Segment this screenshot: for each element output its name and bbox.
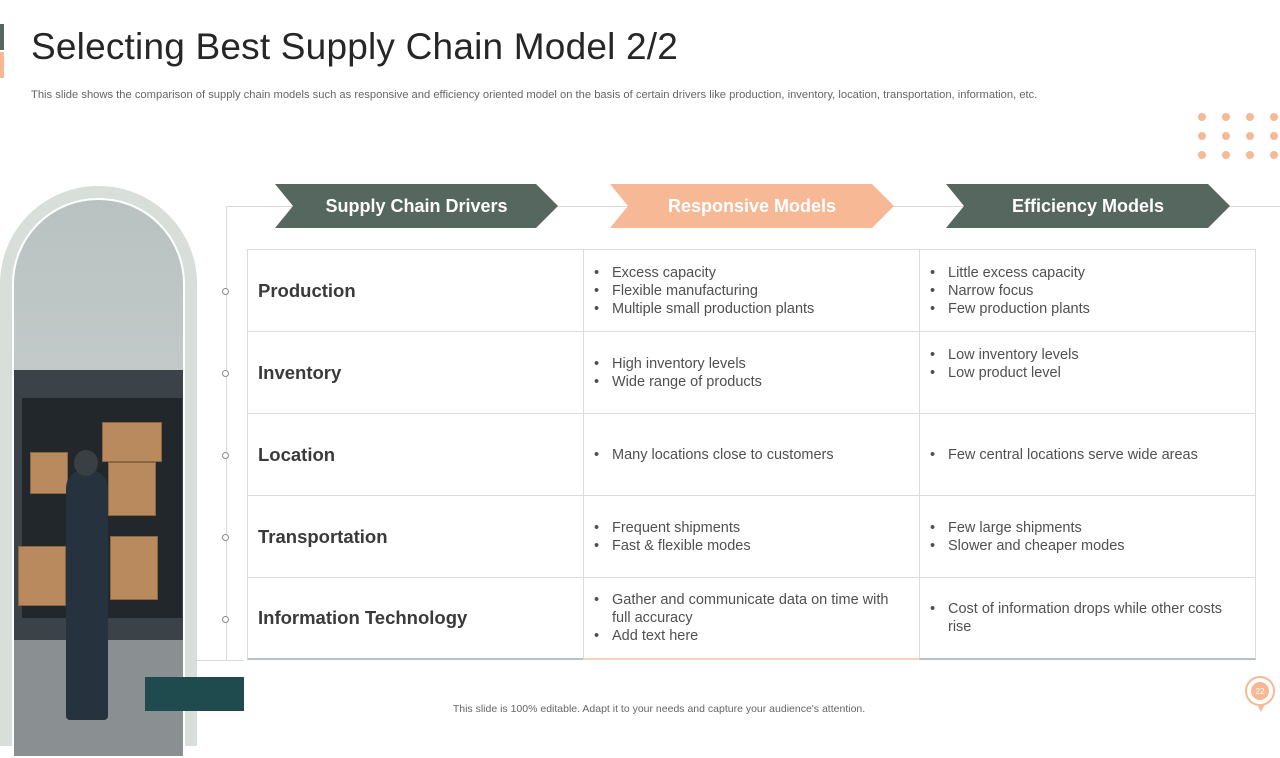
list-item: Low inventory levels bbox=[930, 346, 1079, 364]
table-row: Information Technology Gather and commun… bbox=[247, 577, 1256, 660]
list-item: Many locations close to customers bbox=[594, 446, 834, 464]
decorative-dot-grid bbox=[1198, 113, 1280, 161]
header-responsive-models: Responsive Models bbox=[610, 184, 894, 228]
list-item: Excess capacity bbox=[594, 264, 814, 282]
row-node-icon bbox=[222, 616, 229, 623]
header-supply-chain-drivers: Supply Chain Drivers bbox=[275, 184, 558, 228]
list-item: Narrow focus bbox=[930, 282, 1090, 300]
page-number-pin-icon: 22 bbox=[1245, 676, 1275, 712]
table-row: Transportation Frequent shipments Fast &… bbox=[247, 495, 1256, 578]
page-title: Selecting Best Supply Chain Model 2/2 bbox=[31, 26, 679, 67]
list-item: Low product level bbox=[930, 364, 1079, 382]
efficiency-cell: Low inventory levels Low product level bbox=[919, 331, 1256, 414]
comparison-table: Production Excess capacity Flexible manu… bbox=[247, 249, 1256, 660]
row-node-icon bbox=[222, 452, 229, 459]
list-item: Little excess capacity bbox=[930, 264, 1090, 282]
list-item: Gather and communicate data on time with… bbox=[594, 591, 902, 627]
list-item: Cost of information drops while other co… bbox=[930, 600, 1238, 636]
responsive-cell: Frequent shipments Fast & flexible modes bbox=[583, 495, 920, 578]
connector-vertical-line bbox=[226, 206, 227, 660]
list-item: Frequent shipments bbox=[594, 519, 751, 537]
driver-cell: Inventory bbox=[247, 331, 584, 414]
list-item: Few production plants bbox=[930, 300, 1090, 318]
responsive-cell: Excess capacity Flexible manufacturing M… bbox=[583, 249, 920, 332]
title-accent-bar bbox=[0, 24, 4, 50]
driver-cell: Production bbox=[247, 249, 584, 332]
list-item: Slower and cheaper modes bbox=[930, 537, 1125, 555]
list-item: Few large shipments bbox=[930, 519, 1125, 537]
driver-cell: Information Technology bbox=[247, 577, 584, 660]
efficiency-cell: Few large shipments Slower and cheaper m… bbox=[919, 495, 1256, 578]
row-node-icon bbox=[222, 370, 229, 377]
list-item: Add text here bbox=[594, 627, 902, 645]
driver-cell: Location bbox=[247, 413, 584, 496]
list-item: Few central locations serve wide areas bbox=[930, 446, 1198, 464]
driver-cell: Transportation bbox=[247, 495, 584, 578]
efficiency-cell: Few central locations serve wide areas bbox=[919, 413, 1256, 496]
row-node-icon bbox=[222, 534, 229, 541]
efficiency-cell: Little excess capacity Narrow focus Few … bbox=[919, 249, 1256, 332]
responsive-cell: Gather and communicate data on time with… bbox=[583, 577, 920, 660]
efficiency-cell: Cost of information drops while other co… bbox=[919, 577, 1256, 660]
table-row: Location Many locations close to custome… bbox=[247, 413, 1256, 496]
table-row: Production Excess capacity Flexible manu… bbox=[247, 249, 1256, 332]
page-number: 22 bbox=[1251, 682, 1269, 700]
footer-note: This slide is 100% editable. Adapt it to… bbox=[452, 703, 866, 715]
page-subtitle: This slide shows the comparison of suppl… bbox=[31, 89, 1038, 101]
list-item: Fast & flexible modes bbox=[594, 537, 751, 555]
delivery-man-photo bbox=[12, 198, 185, 758]
list-item: Multiple small production plants bbox=[594, 300, 814, 318]
connector-bottom-line bbox=[197, 660, 244, 661]
title-accent-bar-light bbox=[0, 52, 4, 78]
list-item: Wide range of products bbox=[594, 373, 762, 391]
table-row: Inventory High inventory levels Wide ran… bbox=[247, 331, 1256, 414]
row-node-icon bbox=[222, 288, 229, 295]
decorative-dark-block bbox=[145, 677, 244, 711]
responsive-cell: Many locations close to customers bbox=[583, 413, 920, 496]
list-item: Flexible manufacturing bbox=[594, 282, 814, 300]
list-item: High inventory levels bbox=[594, 355, 762, 373]
header-efficiency-models: Efficiency Models bbox=[946, 184, 1230, 228]
responsive-cell: High inventory levels Wide range of prod… bbox=[583, 331, 920, 414]
